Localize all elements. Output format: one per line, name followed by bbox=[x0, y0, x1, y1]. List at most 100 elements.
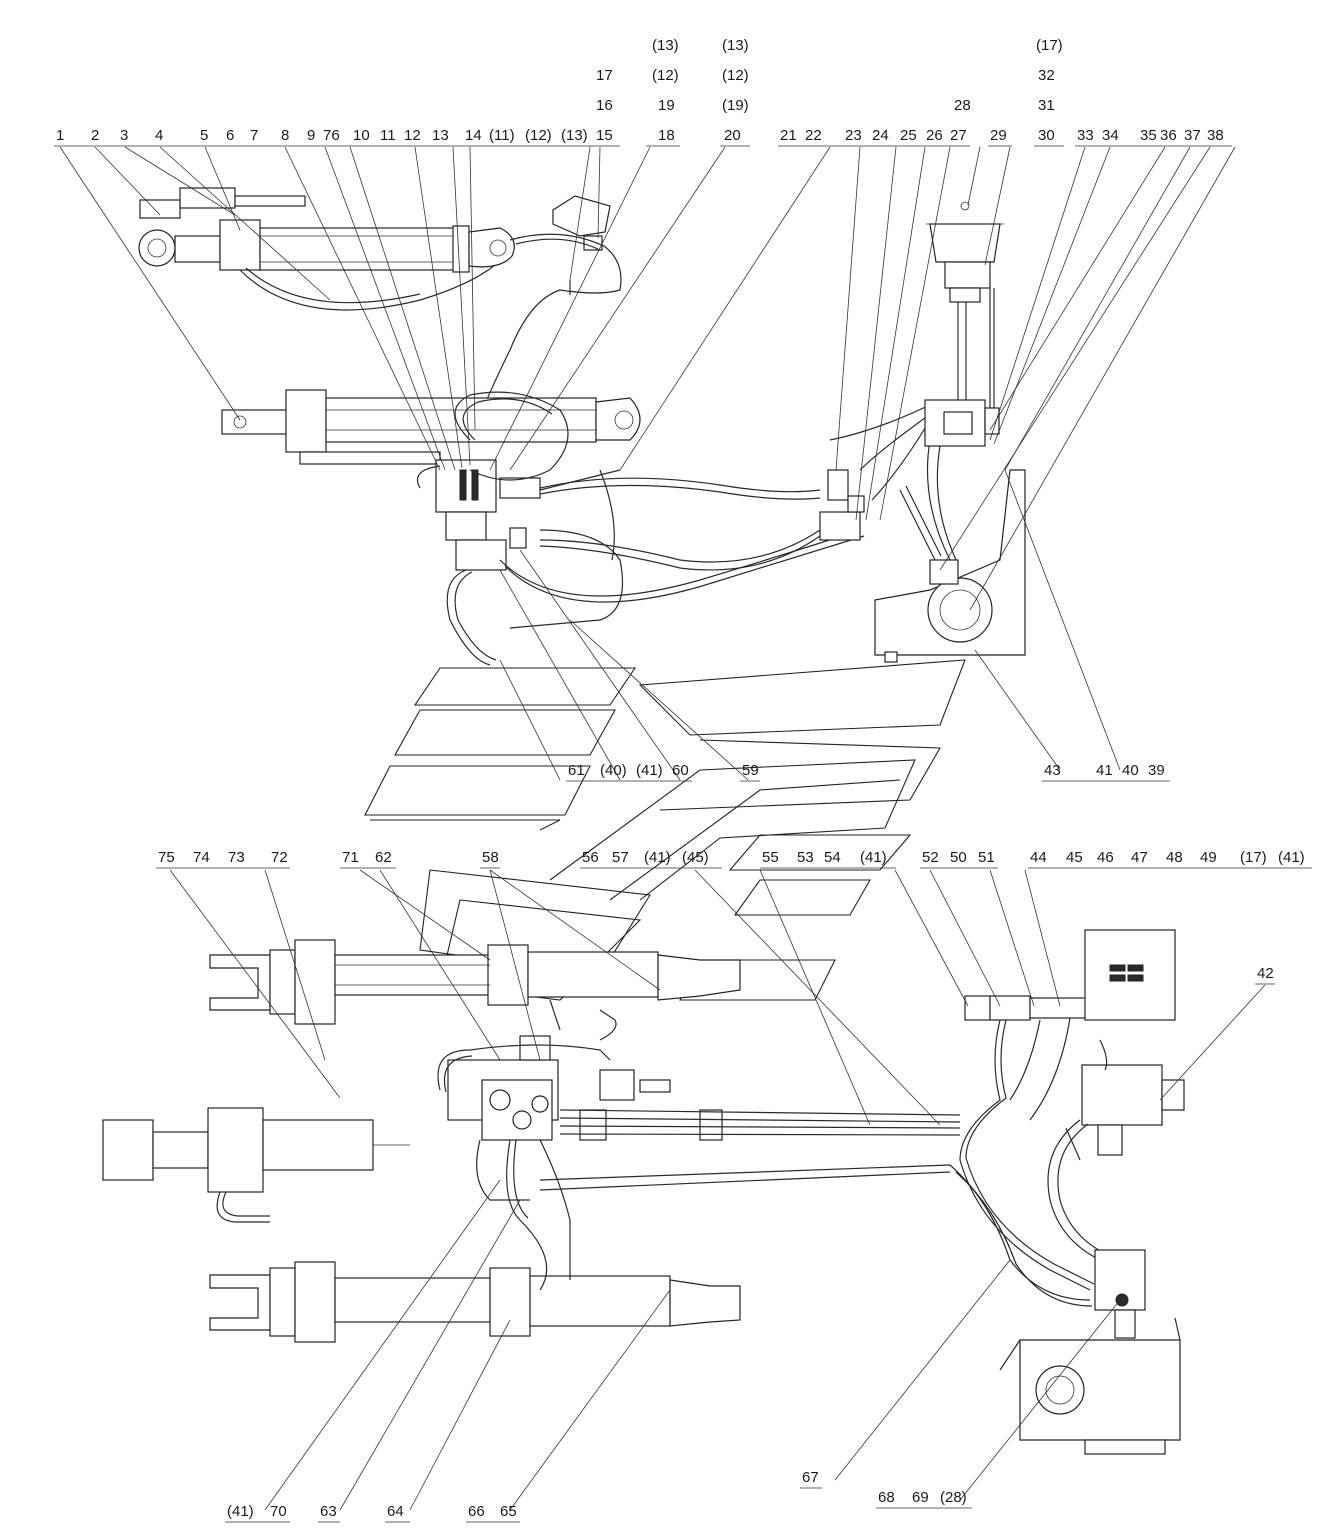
label-24: 24 bbox=[872, 127, 889, 144]
label-6: 6 bbox=[226, 127, 234, 144]
label-41f: (41) bbox=[227, 1503, 254, 1520]
label-12d: (12) bbox=[722, 67, 749, 84]
label-66: 66 bbox=[468, 1503, 485, 1520]
valve-15 bbox=[552, 195, 611, 251]
label-73: 73 bbox=[228, 849, 245, 866]
label-64: 64 bbox=[387, 1503, 404, 1520]
label-61: 61 bbox=[568, 762, 585, 779]
label-5: 5 bbox=[200, 127, 208, 144]
upper-right-tank-29 bbox=[926, 201, 1004, 303]
lower-hoses bbox=[437, 999, 961, 1291]
label-12: 12 bbox=[404, 127, 421, 144]
label-39: 39 bbox=[1148, 762, 1165, 779]
upper-cylinder-b bbox=[221, 389, 641, 465]
label-11b: (11) bbox=[489, 127, 515, 144]
label-14: 14 bbox=[465, 127, 482, 144]
label-4: 4 bbox=[155, 127, 163, 144]
label-16: 16 bbox=[596, 97, 613, 114]
label-76: 76 bbox=[323, 127, 340, 144]
lower-valve-bank bbox=[447, 1035, 723, 1141]
label-33: 33 bbox=[1077, 127, 1094, 144]
lower-right-tank bbox=[999, 1249, 1181, 1455]
label-68: 68 bbox=[878, 1489, 895, 1506]
label-20: 20 bbox=[724, 127, 741, 144]
label-43: 43 bbox=[1044, 762, 1061, 779]
label-35: 35 bbox=[1140, 127, 1157, 144]
label-44: 44 bbox=[1030, 849, 1047, 866]
label-40: 40 bbox=[1122, 762, 1139, 779]
label-36: 36 bbox=[1160, 127, 1177, 144]
label-54: 54 bbox=[824, 849, 841, 866]
label-69: 69 bbox=[912, 1489, 929, 1506]
label-12b: (12) bbox=[525, 127, 552, 144]
upper-pump-block bbox=[924, 399, 1000, 447]
label-40b: (40) bbox=[600, 762, 627, 779]
label-51: 51 bbox=[978, 849, 995, 866]
label-41b: (41) bbox=[636, 762, 663, 779]
label-50: 50 bbox=[950, 849, 967, 866]
label-22: 22 bbox=[805, 127, 822, 144]
label-63: 63 bbox=[320, 1503, 337, 1520]
label-41e: (41) bbox=[1278, 849, 1305, 866]
label-26: 26 bbox=[926, 127, 943, 144]
label-67: 67 bbox=[802, 1469, 819, 1486]
label-28: 28 bbox=[954, 97, 971, 114]
label-65: 65 bbox=[500, 1503, 517, 1520]
manifold-hoses bbox=[416, 391, 624, 666]
label-45b: (45) bbox=[682, 849, 709, 866]
label-23: 23 bbox=[845, 127, 862, 144]
label-25: 25 bbox=[900, 127, 917, 144]
label-12c: (12) bbox=[652, 67, 679, 84]
label-34: 34 bbox=[1102, 127, 1119, 144]
label-1: 1 bbox=[56, 127, 64, 144]
plates-middle bbox=[364, 659, 966, 1001]
lower-cylinder-a bbox=[209, 939, 741, 1025]
label-17b: (17) bbox=[1036, 37, 1063, 54]
label-18: 18 bbox=[658, 127, 675, 144]
upper-housing-43 bbox=[874, 469, 1026, 663]
lower-cylinder-c bbox=[209, 1261, 741, 1343]
label-41d: (41) bbox=[860, 849, 887, 866]
label-37: 37 bbox=[1184, 127, 1201, 144]
label-13: 13 bbox=[432, 127, 449, 144]
label-38: 38 bbox=[1207, 127, 1224, 144]
label-17a: 17 bbox=[596, 67, 613, 84]
label-58: 58 bbox=[482, 849, 499, 866]
label-10: 10 bbox=[353, 127, 370, 144]
label-28b: (28) bbox=[940, 1489, 967, 1506]
label-71: 71 bbox=[342, 849, 359, 866]
label-48: 48 bbox=[1166, 849, 1183, 866]
label-9: 9 bbox=[307, 127, 315, 144]
leader-lines bbox=[59, 146, 1266, 1511]
lower-right-hoses bbox=[949, 1017, 1107, 1307]
label-21: 21 bbox=[780, 127, 797, 144]
label-42: 42 bbox=[1257, 965, 1274, 982]
label-32: 32 bbox=[1038, 67, 1055, 84]
label-31: 31 bbox=[1038, 97, 1055, 114]
label-41: 41 bbox=[1096, 762, 1113, 779]
label-27: 27 bbox=[950, 127, 967, 144]
label-47: 47 bbox=[1131, 849, 1148, 866]
label-30: 30 bbox=[1038, 127, 1055, 144]
label-3: 3 bbox=[120, 127, 128, 144]
central-manifold bbox=[435, 459, 541, 571]
valve-24 bbox=[819, 469, 865, 541]
label-53: 53 bbox=[797, 849, 814, 866]
label-13c: (13) bbox=[652, 37, 679, 54]
label-62: 62 bbox=[375, 849, 392, 866]
label-75: 75 bbox=[158, 849, 175, 866]
label-60: 60 bbox=[672, 762, 689, 779]
label-49: 49 bbox=[1200, 849, 1217, 866]
label-56: 56 bbox=[582, 849, 599, 866]
label-70: 70 bbox=[270, 1503, 287, 1520]
label-underlines bbox=[54, 145, 1312, 1523]
label-2: 2 bbox=[91, 127, 99, 144]
upper-cylinder-a bbox=[138, 187, 515, 273]
label-7: 7 bbox=[250, 127, 258, 144]
label-55: 55 bbox=[762, 849, 779, 866]
label-52: 52 bbox=[922, 849, 939, 866]
lower-right-valve-row bbox=[964, 929, 1176, 1021]
label-19b: (19) bbox=[722, 97, 749, 114]
